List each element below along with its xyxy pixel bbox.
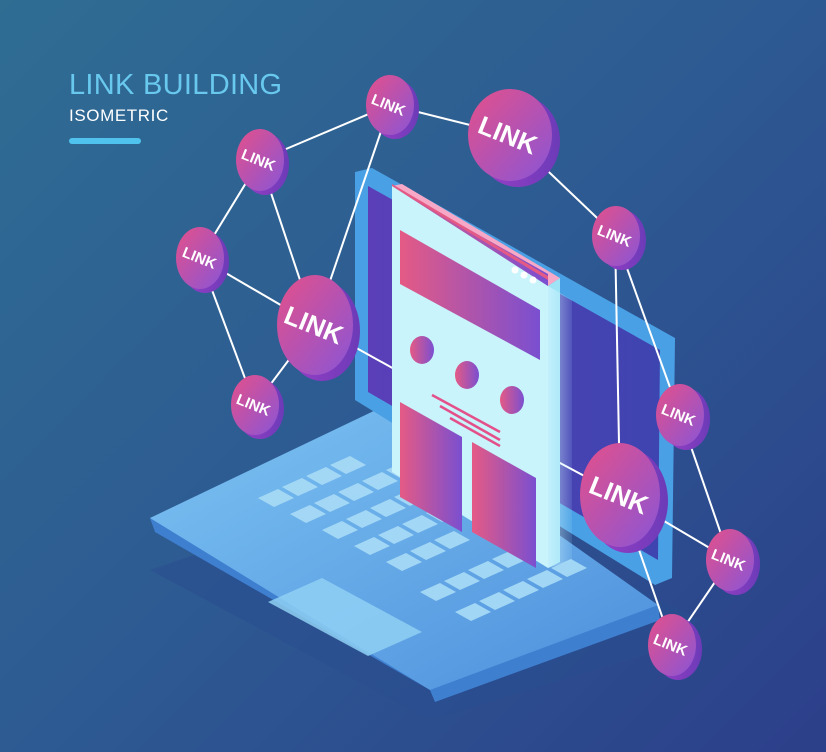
webpage-block	[472, 442, 536, 568]
link-node: LINK	[656, 384, 710, 450]
link-node: LINK	[236, 129, 289, 195]
title-underline	[69, 138, 141, 144]
webpage-panel	[392, 184, 572, 568]
webpage-circle	[455, 361, 479, 389]
webpage-block	[400, 402, 462, 532]
page-subtitle: ISOMETRIC	[69, 106, 169, 125]
laptop-keyboard	[258, 456, 587, 621]
link-node: LINK	[366, 75, 419, 139]
link-node: LINK	[592, 206, 646, 270]
webpage-circle	[410, 336, 434, 364]
headline: LINK BUILDING ISOMETRIC	[69, 68, 282, 144]
link-node: LINK	[277, 275, 360, 381]
link-node: LINK	[580, 443, 668, 553]
window-dot-icon	[520, 271, 528, 279]
link-node: LINK	[648, 614, 702, 680]
laptop-trackpad	[268, 578, 422, 656]
link-node: LINK	[468, 89, 560, 187]
window-dot-icon	[529, 276, 537, 284]
laptop-base	[150, 408, 660, 702]
page-title: LINK BUILDING	[69, 69, 283, 101]
link-node: LINK	[706, 529, 760, 595]
webpage-circle	[500, 386, 524, 414]
webpage-text-lines	[431, 393, 501, 448]
webpage-banner	[400, 230, 540, 360]
link-node: LINK	[176, 227, 229, 293]
window-dot-icon	[511, 266, 519, 274]
link-node: LINK	[231, 375, 284, 439]
